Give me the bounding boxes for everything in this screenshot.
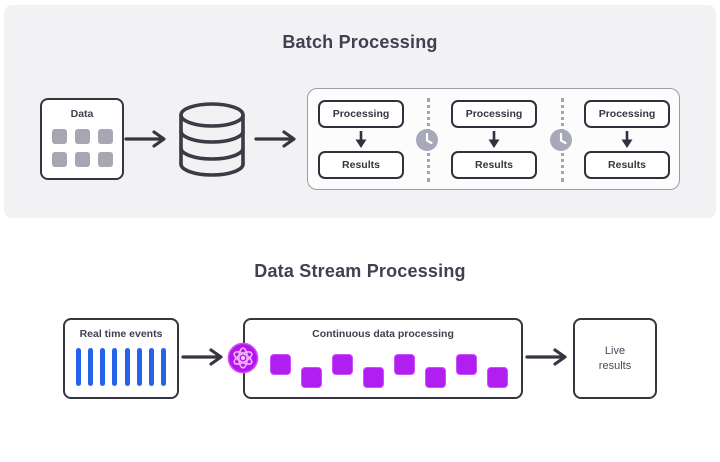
data-square [97,152,113,167]
event-bar [160,348,166,386]
event-bar [136,348,142,386]
stream-title: Data Stream Processing [254,261,466,281]
data-square [74,129,90,144]
batch-pipeline-container: Processing Results Processing Results [307,88,680,190]
event-bar [124,348,130,386]
data-square [74,152,90,167]
data-box-label: Data [70,108,94,120]
data-box: Data [40,98,124,180]
data-square [97,129,113,144]
stream-data-square [425,367,446,388]
arrow-right-icon [181,348,223,366]
event-bar [100,348,106,386]
arrow-right-icon [525,348,567,366]
processing-box-3: Processing [584,100,670,128]
clock-icon [550,129,572,151]
results-box-3: Results [584,151,670,179]
stream-squares [245,320,521,397]
real-time-events-box: Real time events [63,318,179,399]
clock-icon [416,129,438,151]
arrow-right-icon [254,130,296,148]
arrow-down-icon [488,131,500,148]
batch-title: Batch Processing [282,32,438,52]
continuous-processing-label: Continuous data processing [312,328,454,340]
processing-box-1: Processing [318,100,404,128]
event-bar [76,348,81,386]
data-squares [42,129,122,167]
data-square [51,152,67,167]
stream-data-square [332,354,353,375]
event-bar [148,348,154,386]
event-bar [112,348,118,386]
database-icon [179,102,245,177]
live-results-label: Live results [598,344,632,372]
results-box-2: Results [451,151,537,179]
live-results-box: Live results [573,318,657,399]
processing-box-2: Processing [451,100,537,128]
stream-data-square [270,354,291,375]
real-time-events-label: Real time events [79,328,163,340]
stream-data-square [363,367,384,388]
continuous-processing-box: Continuous data processing [243,318,523,399]
atom-icon [227,342,259,374]
arrow-down-icon [355,131,367,148]
event-bar [88,348,94,386]
arrow-down-icon [621,131,633,148]
data-square [51,129,67,144]
stream-data-square [456,354,477,375]
stream-data-square [487,367,508,388]
stream-data-square [301,367,322,388]
event-bars [65,348,177,386]
batch-processing-panel: Batch Processing Data Pro [4,5,716,218]
arrow-right-icon [124,130,166,148]
results-box-1: Results [318,151,404,179]
stream-data-square [394,354,415,375]
